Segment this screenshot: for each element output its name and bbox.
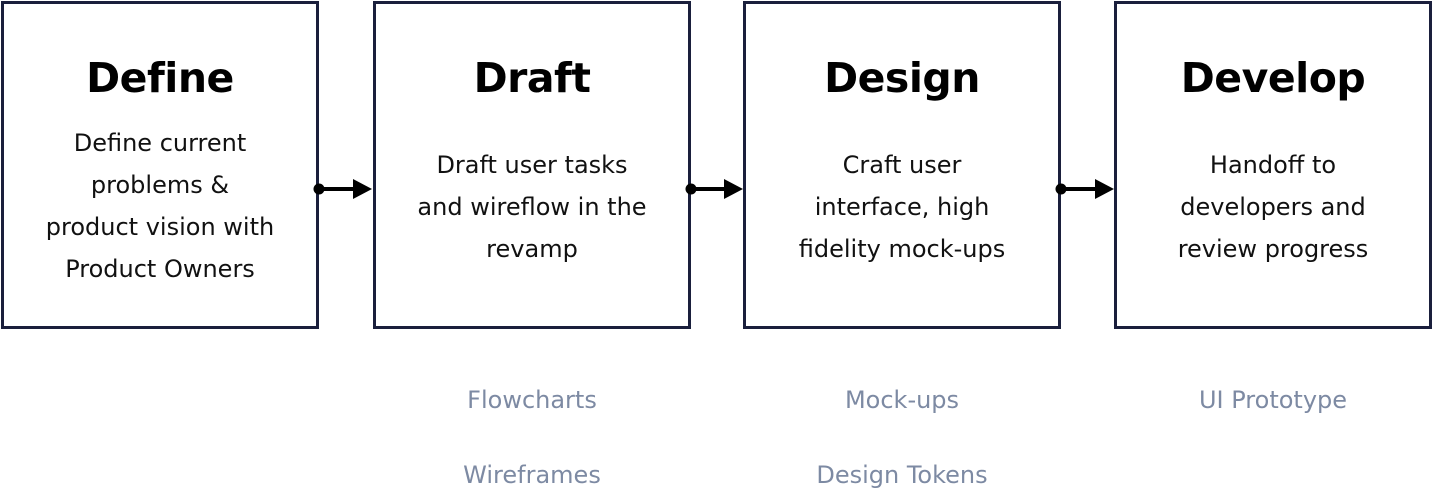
stage-define: Define Define current problems & product… (1, 1, 319, 329)
description-line: Define current (73, 129, 247, 157)
stage-develop-title: Develop (1180, 54, 1366, 102)
description-line: product vision with (45, 213, 275, 241)
stage-draft-title: Draft (473, 54, 591, 102)
description-line: and wireflow in the (417, 193, 647, 221)
stage-design: Design Craft user interface, high fideli… (743, 1, 1061, 329)
stage-define-title: Define (86, 54, 234, 102)
stage-define-description: Define current problems & product vision… (18, 122, 302, 290)
description-line: review progress (1177, 235, 1369, 263)
stage-draft: Draft Draft user tasks and wireflow in t… (373, 1, 691, 329)
arrow-draft-to-design (685, 179, 743, 199)
description-line: Product Owners (65, 255, 255, 283)
stage-design-description: Craft user interface, high fidelity mock… (760, 144, 1044, 270)
deliverable-ui-prototype: UI Prototype (1198, 386, 1348, 414)
deliverable-flowcharts: Flowcharts (467, 386, 597, 414)
deliverable-wireframes: Wireframes (463, 461, 601, 489)
stage-draft-description: Draft user tasks and wireflow in the rev… (390, 144, 674, 270)
deliverable-design-tokens: Design Tokens (816, 461, 988, 489)
arrow-design-to-develop (1055, 179, 1114, 199)
description-line: fidelity mock-ups (798, 235, 1006, 263)
arrow-head (1095, 179, 1114, 199)
arrow-define-to-draft (313, 179, 372, 199)
description-line: problems & (90, 171, 230, 199)
deliverable-mock-ups: Mock-ups (844, 386, 960, 414)
arrow-head (353, 179, 372, 199)
description-line: Craft user (842, 151, 962, 179)
description-line: Draft user tasks (436, 151, 628, 179)
description-line: Handoff to (1209, 151, 1337, 179)
description-line: developers and (1180, 193, 1366, 221)
stage-design-title: Design (824, 54, 980, 102)
stage-develop-description: Handoff to developers and review progres… (1131, 144, 1415, 270)
arrow-head (724, 179, 743, 199)
description-line: interface, high (814, 193, 990, 221)
description-line: revamp (486, 235, 578, 263)
stage-develop: Develop Handoff to developers and review… (1114, 1, 1432, 329)
